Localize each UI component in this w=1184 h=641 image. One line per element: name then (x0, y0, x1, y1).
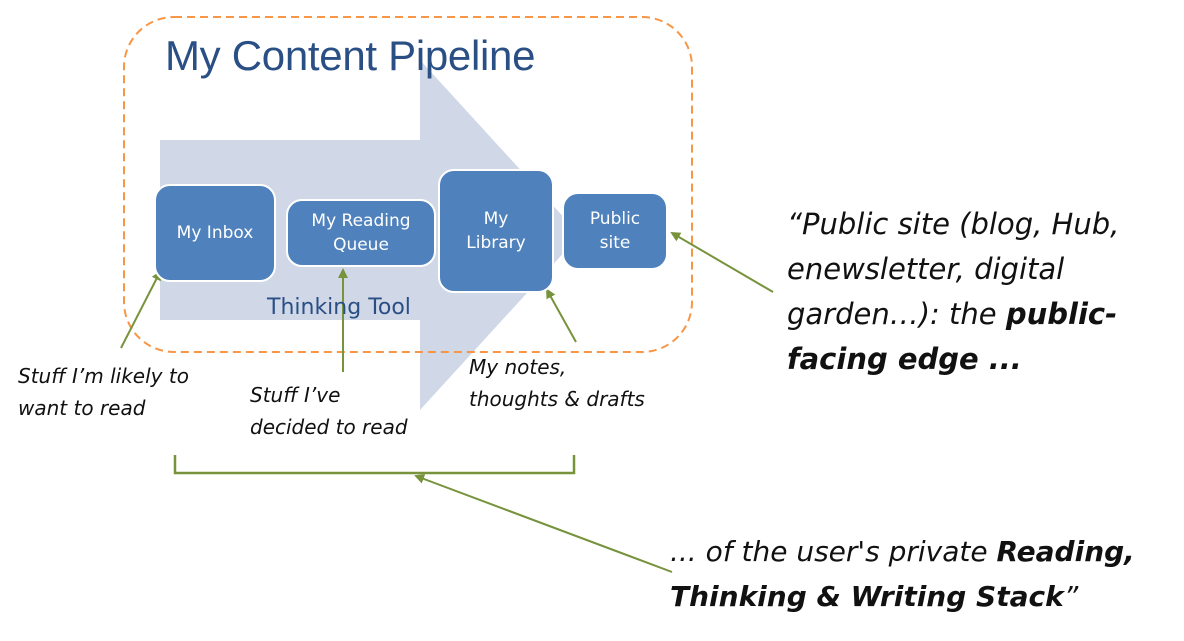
quote-text: garden…): the (787, 297, 1006, 331)
thinking-tool-label: Thinking Tool (267, 295, 411, 320)
stage-label: Queue (333, 235, 389, 255)
note-inbox: Stuff I’m likely to want to read (18, 360, 189, 424)
note-reading-queue: Stuff I’ve decided to read (250, 379, 408, 443)
note-library: My notes, thoughts & drafts (469, 351, 645, 415)
quote-line: facing edge ... (787, 337, 1119, 382)
quote-emphasis: facing edge ... (787, 342, 1022, 376)
stage-label: My (483, 209, 509, 229)
note-line: My notes, (469, 355, 567, 379)
quote-line: ... of the user's private Reading, (670, 529, 1135, 574)
note-line: thoughts & drafts (469, 387, 645, 411)
diagram-title: My Content Pipeline (165, 32, 536, 79)
stack-pointer-arrow (414, 474, 673, 573)
quote-text: ... of the user's private (670, 535, 997, 568)
quote-line: garden…): the public- (787, 292, 1119, 337)
stage-reading-queue: My Reading Queue (286, 199, 436, 267)
stage-label: Public (589, 209, 641, 229)
quote-private-stack: ... of the user's private Reading, Think… (670, 529, 1135, 619)
note-line: Stuff I’m likely to (18, 364, 189, 388)
quote-emphasis: public- (1005, 297, 1118, 331)
stage-label: Library (466, 233, 526, 253)
note-line: decided to read (250, 415, 408, 439)
stage-library: My Library (438, 169, 554, 293)
quote-emphasis: Thinking & Writing Stack (670, 580, 1064, 613)
note-line: Stuff I’ve (250, 383, 341, 407)
quote-public-edge: “Public site (blog, Hub, enewsletter, di… (787, 202, 1119, 382)
stage-public-site: Public site (562, 192, 668, 270)
stage-inbox: My Inbox (154, 184, 276, 282)
inbox-pointer-arrow (120, 270, 161, 349)
stack-bracket (173, 455, 576, 475)
quote-emphasis: Reading, (996, 535, 1135, 568)
quote-line: enewsletter, digital (787, 252, 1065, 286)
public-site-pointer-arrow (670, 231, 774, 293)
pipeline-dashed-boundary (123, 16, 693, 353)
note-line: want to read (18, 396, 146, 420)
quote-text: ” (1063, 580, 1079, 613)
stage-label: My Reading (311, 211, 411, 231)
stage-label: site (599, 233, 631, 253)
library-pointer-arrow (546, 288, 577, 343)
stage-label: My Inbox (176, 223, 254, 243)
quote-line: Thinking & Writing Stack” (670, 574, 1135, 619)
quote-line: “Public site (blog, Hub, (787, 207, 1120, 241)
